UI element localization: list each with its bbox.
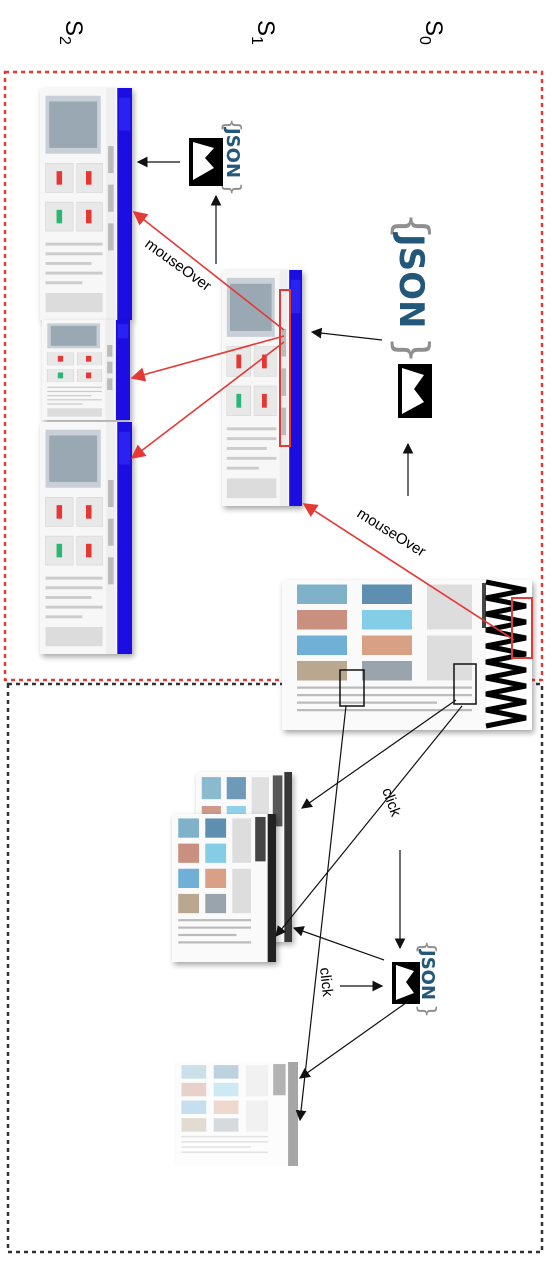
edge-label-click-2: click [316, 967, 336, 998]
svg-text:JSON: JSON [222, 126, 243, 178]
svg-text:}: } [387, 336, 438, 364]
edge-label-mouseover-bottom: mouseOver [354, 505, 429, 561]
s2-screenshot-top [40, 88, 132, 320]
image-placeholder-icon [398, 364, 432, 418]
json-badge-top: { JSON } [219, 118, 244, 196]
image-placeholder-icon [392, 962, 420, 1004]
flow-arrows [136, 156, 463, 1122]
state-label-s2: S2 [56, 20, 87, 45]
svg-text:JSON: JSON [391, 232, 431, 329]
svg-text:JSON: JSON [417, 948, 438, 1000]
s0-click-target-b [453, 663, 477, 705]
svg-text:{: { [219, 118, 244, 132]
svg-text:}: } [414, 1004, 439, 1018]
svg-text:}: } [219, 182, 244, 196]
s1-menu-highlight [279, 289, 291, 447]
svg-text:{: { [414, 940, 439, 954]
s0-torn-edge [485, 579, 527, 729]
edge-label-mouseover-top: mouseOver [142, 235, 215, 294]
click-screenshot-front [172, 814, 276, 962]
mouseover-arrows [130, 211, 515, 641]
svg-text:{: { [387, 212, 438, 240]
hover-region [3, 70, 544, 682]
s2-screenshot-bottom [40, 422, 132, 654]
json-badge-large: { JSON } [387, 212, 438, 364]
s0-click-target-a [339, 669, 365, 707]
s2-screenshot-middle [42, 320, 130, 420]
image-placeholder-icon [189, 138, 223, 186]
json-badge-bottom: { JSON } [414, 940, 439, 1018]
state-label-s0: S0 [416, 20, 447, 45]
s0-menu-highlight [511, 597, 533, 659]
edge-label-click-1: click [378, 786, 404, 820]
state-label-s1: S1 [248, 20, 279, 45]
click-region [6, 682, 544, 1254]
click-screenshot-faded [174, 1062, 298, 1166]
